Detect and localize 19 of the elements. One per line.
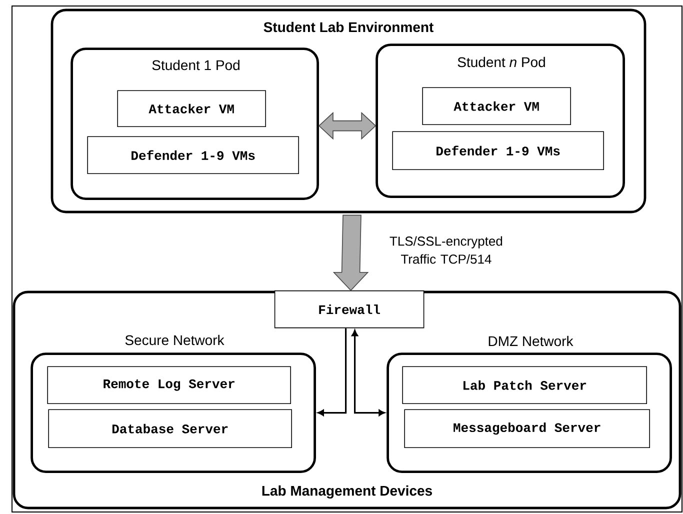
server-box: Database Server <box>48 409 292 448</box>
arrow <box>352 330 385 416</box>
server-box: Defender 1-9 VMs <box>87 136 299 174</box>
server-box: Lab Patch Server <box>402 366 647 404</box>
heading: Student Lab Environment <box>264 22 434 32</box>
server-box: Attacker VM <box>422 87 571 125</box>
heading: Student n Pod <box>458 56 545 68</box>
heading: Secure Network <box>125 334 224 346</box>
edge-label: TLS/SSL-encrypted Traffic TCP/514 <box>390 236 502 264</box>
heading: Lab Management Devices <box>262 485 432 499</box>
server-box: Remote Log Server <box>47 366 291 404</box>
arrow <box>318 328 347 416</box>
heading: Student 1 Pod <box>152 60 240 70</box>
server-box: Firewall <box>274 290 424 328</box>
heading: DMZ Network <box>488 336 574 346</box>
block-arrow <box>332 214 369 291</box>
server-box: Attacker VM <box>117 90 266 127</box>
server-box: Messageboard Server <box>404 409 650 448</box>
server-box: Defender 1-9 VMs <box>392 131 604 170</box>
